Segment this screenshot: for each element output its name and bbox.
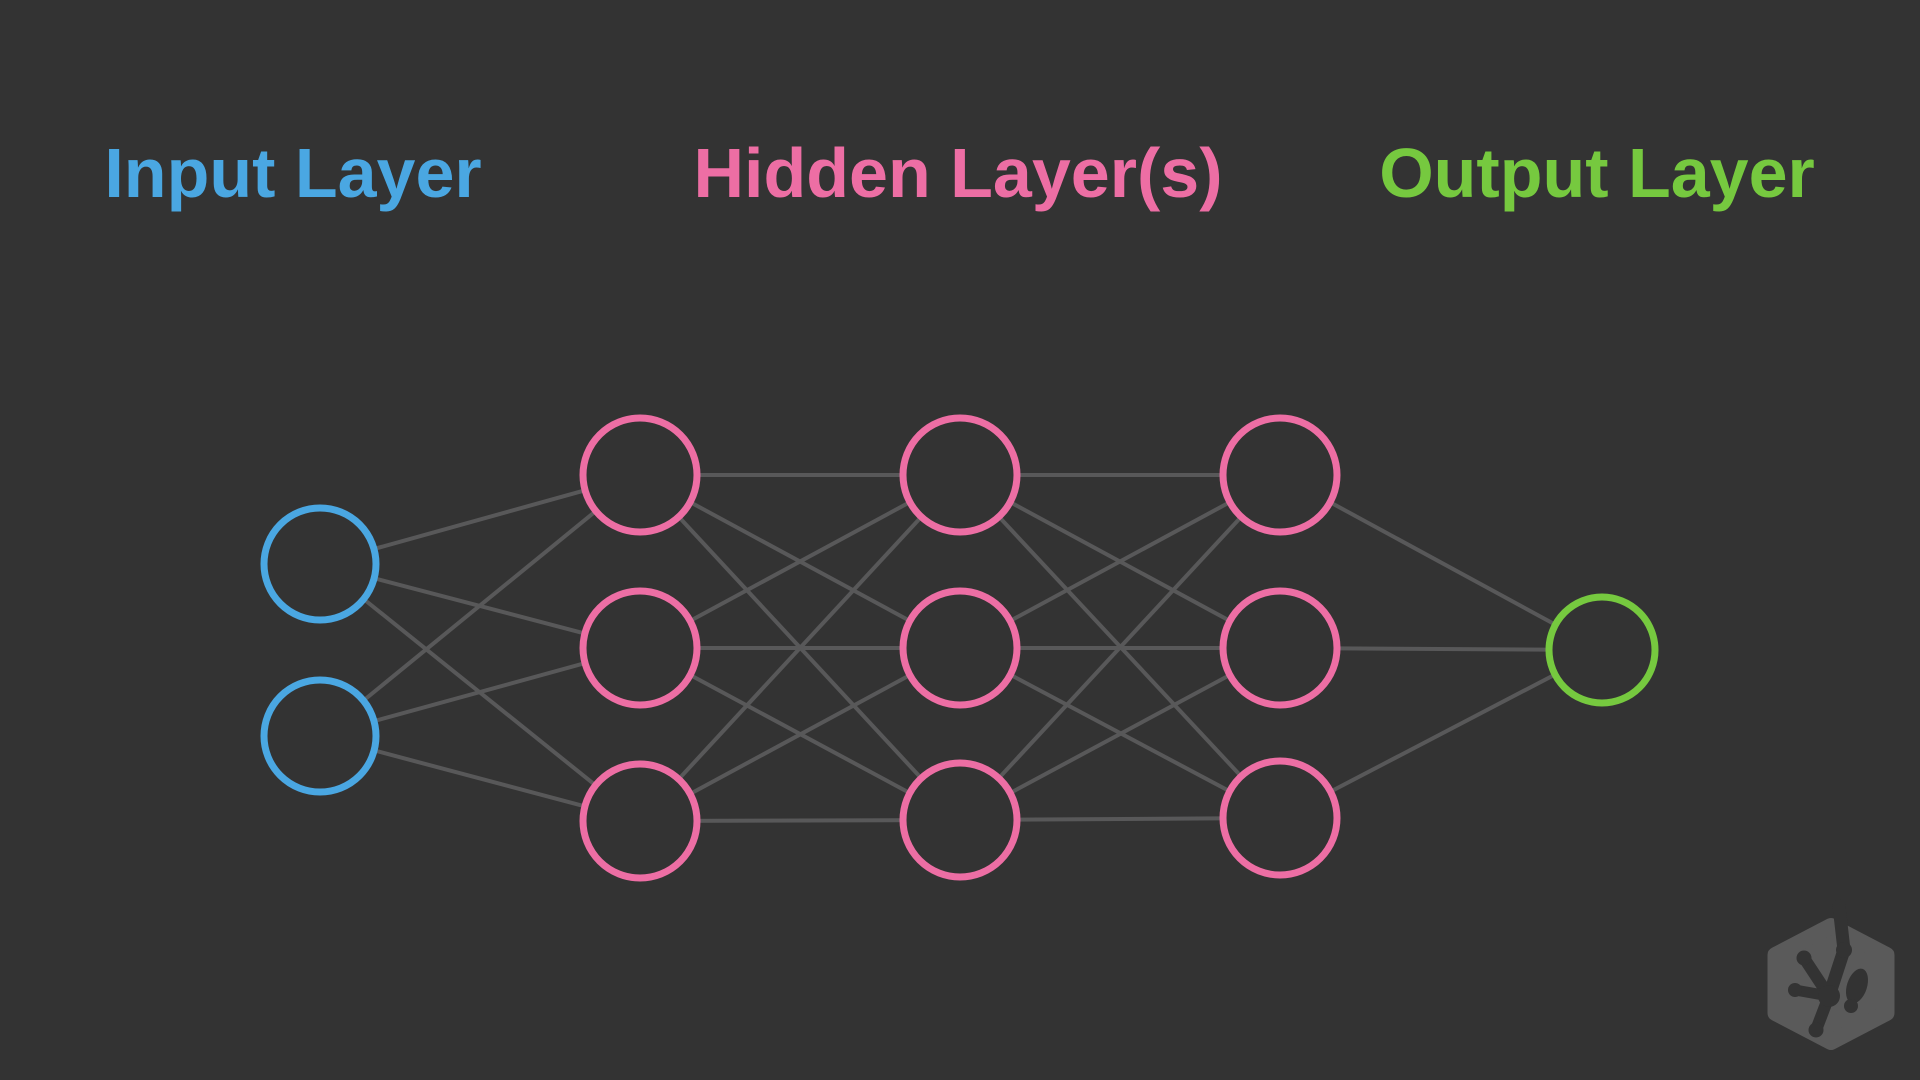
hidden-layer-label: Hidden Layer(s) [693, 134, 1223, 212]
treehouse-logo [1767, 899, 1895, 1050]
hidden2-node [899, 759, 1021, 881]
edge-line [958, 473, 1282, 822]
edge-line [959, 646, 1281, 822]
edge-line [639, 473, 961, 650]
edge-line [959, 473, 1281, 650]
hidden3-node [1219, 587, 1341, 709]
hidden1-node [579, 760, 701, 882]
edge-line [1279, 648, 1603, 820]
input-node [260, 676, 380, 796]
hidden1-node [579, 587, 701, 709]
output-node [1545, 593, 1659, 707]
edge-line [639, 646, 961, 823]
input-node [260, 504, 380, 624]
output-layer-label: Output Layer [1379, 134, 1815, 212]
hidden3-node [1219, 414, 1341, 536]
hidden2-node [899, 414, 1021, 536]
logo-cutout [1788, 899, 1869, 1038]
edge-line [318, 473, 642, 738]
nodes-layer [260, 414, 1659, 882]
input-layer-label: Input Layer [104, 134, 482, 212]
edge-line [638, 473, 962, 823]
hidden1-node [579, 414, 701, 536]
hidden3-node [1219, 757, 1341, 879]
hidden2-node [899, 587, 1021, 709]
edge-line [1279, 473, 1603, 652]
